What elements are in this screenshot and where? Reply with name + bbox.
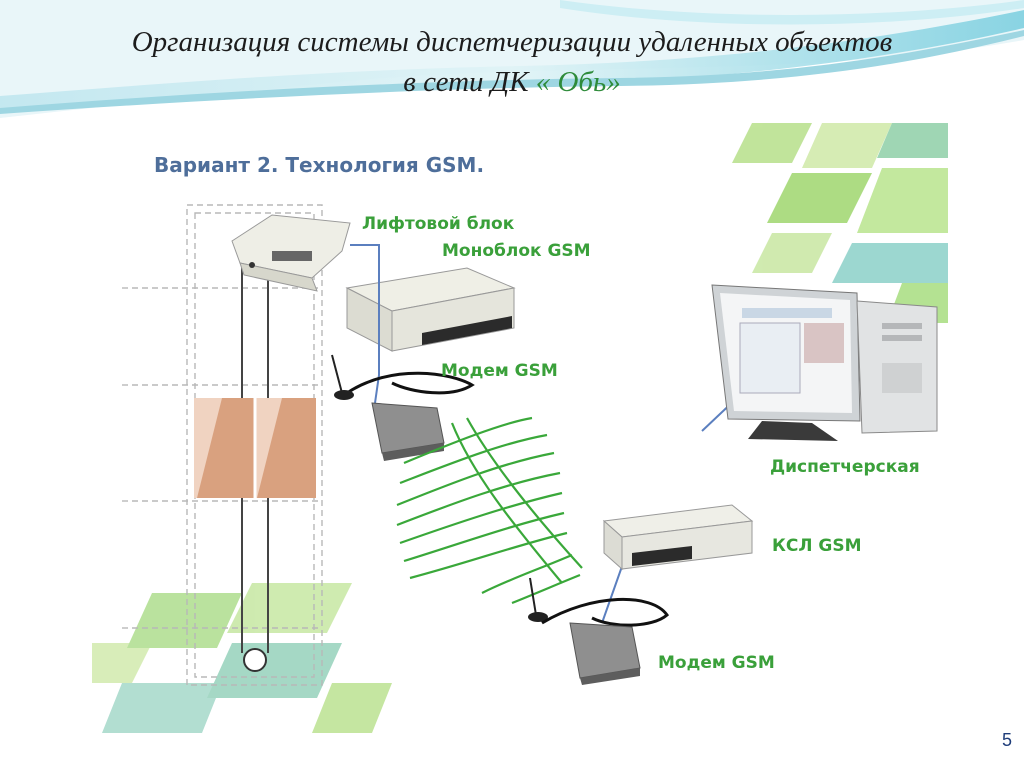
label-ksl: КСЛ GSM xyxy=(772,536,862,556)
modem-top-device xyxy=(331,354,475,461)
label-monoblock: Моноблок GSM xyxy=(442,241,591,261)
slide-title: Организация системы диспетчеризации удал… xyxy=(0,22,1024,102)
mosaic-top-right xyxy=(732,123,948,323)
computer-device xyxy=(711,284,938,441)
page-number: 5 xyxy=(1001,730,1012,750)
label-modem-top: Модем GSM xyxy=(441,361,558,381)
modem-bottom-device xyxy=(528,577,669,685)
elevator-doors xyxy=(194,398,316,498)
label-dispatch: Диспетчерская xyxy=(770,457,920,477)
title-line-2: в сети ДК « Обь» xyxy=(0,62,1024,102)
diagram-subtitle: Вариант 2. Технология GSM. xyxy=(154,153,485,177)
title-line-1: Организация системы диспетчеризации удал… xyxy=(131,26,893,58)
mosaic-bottom-left xyxy=(92,583,392,733)
header-wave xyxy=(0,0,1024,130)
pulley xyxy=(243,648,267,672)
lift-block-device xyxy=(231,214,351,292)
diagram-image: Вариант 2. Технология GSM. Лифтовой блок… xyxy=(92,123,948,733)
label-modem-bottom: Модем GSM xyxy=(658,653,775,673)
ksl-device xyxy=(602,504,754,571)
title-line-2-accent: « Обь» xyxy=(535,66,621,98)
diagram-artwork xyxy=(92,123,948,733)
radio-waves xyxy=(396,416,583,605)
label-lift-block: Лифтовой блок xyxy=(362,214,515,234)
title-line-2-prefix: в сети ДК xyxy=(403,66,536,98)
monoblock-device xyxy=(345,267,516,352)
